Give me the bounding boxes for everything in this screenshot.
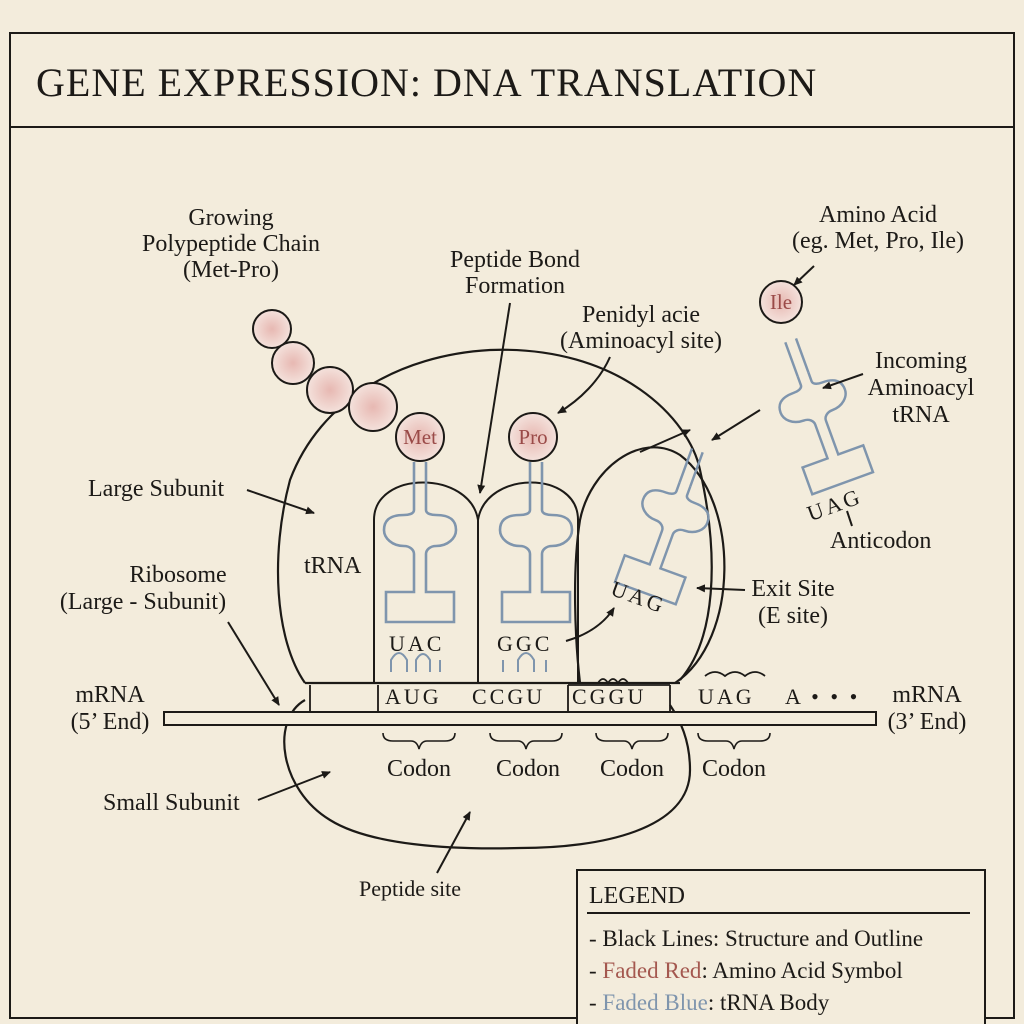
met-anticodon-bases	[390, 652, 441, 672]
arrow-small-subunit	[257, 771, 331, 801]
svg-text:Ribosome: Ribosome	[129, 562, 226, 588]
legend: LEGEND - Black Lines: Structure and Outl…	[576, 869, 986, 1024]
svg-text:Aminoacyl: Aminoacyl	[868, 375, 975, 401]
svg-text:Formation: Formation	[465, 273, 565, 299]
arrow-exit-site	[696, 584, 746, 593]
anticodon-stubs	[390, 652, 547, 672]
codon-label-4: Codon	[702, 756, 766, 782]
codon-wave	[704, 671, 766, 678]
legend-heading: LEGEND	[589, 883, 685, 909]
polypeptide-chain	[252, 309, 398, 432]
large-subunit-label: Large Subunit	[88, 476, 225, 502]
svg-text:Penidyl acie: Penidyl acie	[582, 302, 700, 328]
ribosome-label: Ribosome (Large - Subunit)	[60, 562, 227, 615]
trna-label: tRNA	[304, 553, 362, 579]
codon-separators	[309, 685, 671, 712]
trna-pocket-lines	[373, 481, 579, 683]
arrow-exit-trna-out	[639, 429, 691, 453]
arrow-amino-acid	[793, 265, 815, 286]
amino-acid-label: Amino Acid (eg. Met, Pro, Ile)	[792, 202, 964, 254]
svg-text:Polypeptide Chain: Polypeptide Chain	[142, 231, 320, 257]
svg-text:(Aminoacyl site): (Aminoacyl site)	[560, 328, 722, 354]
page-title: GENE EXPRESSION: DNA TRANSLATION	[36, 60, 817, 105]
small-subunit-outline	[283, 699, 692, 850]
amino-acid-pro: Pro	[508, 412, 558, 462]
svg-text:Peptide Bond: Peptide Bond	[450, 247, 580, 273]
mrna-continuation: A • • •	[785, 684, 860, 709]
legend-box	[576, 869, 986, 1024]
svg-text:Growing: Growing	[188, 205, 273, 231]
svg-text:(eg. Met, Pro, Ile): (eg. Met, Pro, Ile)	[792, 228, 964, 254]
exit-site-label: Exit Site (E site)	[751, 576, 834, 629]
arrow-peptide-site	[436, 811, 471, 874]
codon-label-2: Codon	[496, 756, 560, 782]
amino-acid-met: Met	[395, 412, 445, 462]
anticodon-label: Anticodon	[830, 528, 931, 554]
trna-incoming	[757, 327, 877, 497]
large-subunit-outline	[276, 348, 713, 684]
codon-label-3: Codon	[600, 756, 664, 782]
annotation-arrows	[227, 265, 864, 874]
svg-text:mRNA: mRNA	[75, 682, 145, 708]
mrna-3-label: mRNA (3’ End)	[888, 682, 967, 735]
exit-site-chamber	[573, 446, 726, 684]
mrna-5-label: mRNA (5’ End)	[71, 682, 150, 735]
a-site-pocket	[477, 481, 579, 683]
chain-bead	[252, 309, 292, 349]
svg-text:(Large - Subunit): (Large - Subunit)	[60, 589, 226, 615]
peptide-bond-label: Peptide Bond Formation	[450, 247, 580, 299]
mrna-codon-4: UAG	[698, 684, 755, 709]
svg-text:tRNA: tRNA	[892, 402, 950, 428]
codon-braces	[382, 732, 771, 750]
p-site-pocket	[373, 481, 479, 683]
incoming-trna-anticodon: UAG	[804, 483, 866, 526]
svg-text:Amino Acid: Amino Acid	[819, 202, 937, 228]
svg-text:(3’ End): (3’ End)	[888, 709, 967, 735]
arrow-peptide-bond	[477, 302, 511, 494]
svg-text:(E site): (E site)	[758, 603, 828, 629]
svg-text:Exit Site: Exit Site	[751, 576, 834, 602]
a-site-anticodon: GGC	[497, 631, 552, 656]
mrna-codon-3: CGGU	[572, 684, 646, 709]
incoming-trna-label: Incoming Aminoacyl tRNA	[868, 348, 975, 428]
small-subunit-label: Small Subunit	[103, 790, 240, 816]
mrna-backbone	[163, 711, 877, 726]
chain-bead	[271, 341, 315, 385]
arrow-anticodon-exit	[565, 607, 615, 642]
growing-chain-label: Growing Polypeptide Chain (Met-Pro)	[142, 205, 320, 283]
arrow-large-subunit	[246, 489, 315, 515]
svg-text:(5’ End): (5’ End)	[71, 709, 150, 735]
svg-text:(Met-Pro): (Met-Pro)	[183, 257, 279, 283]
codon-wave	[597, 678, 629, 685]
aminoacyl-site-label: Penidyl acie (Aminoacyl site)	[560, 302, 722, 354]
arrow-ribosome	[227, 621, 280, 706]
arrow-incoming-trna	[822, 373, 864, 390]
chain-bead	[348, 382, 398, 432]
svg-text:Met: Met	[403, 425, 437, 449]
mrna-codon-2: CCGU	[472, 684, 545, 709]
svg-text:Ile: Ile	[770, 290, 792, 314]
mrna-strand	[163, 711, 877, 726]
legend-item-red: - Faded Red: Amino Acid Symbol	[589, 958, 903, 983]
arrow-aminoacyl-site	[557, 356, 611, 414]
legend-item-blue: - Faded Blue: tRNA Body	[589, 990, 830, 1015]
peptide-site-label: Peptide site	[359, 876, 461, 901]
mrna-codon-1: AUG	[385, 684, 442, 709]
codon-boxes	[309, 671, 766, 712]
chain-bead	[306, 366, 354, 414]
page-frame	[9, 32, 1015, 1019]
legend-item-black: - Black Lines: Structure and Outline	[589, 926, 923, 951]
anticodon-tick	[846, 510, 853, 527]
p-site-anticodon: UAC	[389, 631, 444, 656]
arrow-to-exit-trna	[711, 409, 761, 441]
pro-anticodon-bases	[502, 652, 547, 672]
exit-trna-anticodon: UAG	[608, 576, 670, 619]
svg-text:mRNA: mRNA	[892, 682, 962, 708]
amino-acid-ile: Ile	[759, 280, 803, 324]
codon-label-1: Codon	[387, 756, 451, 782]
svg-text:Incoming: Incoming	[875, 348, 967, 374]
svg-text:Pro: Pro	[518, 425, 547, 449]
